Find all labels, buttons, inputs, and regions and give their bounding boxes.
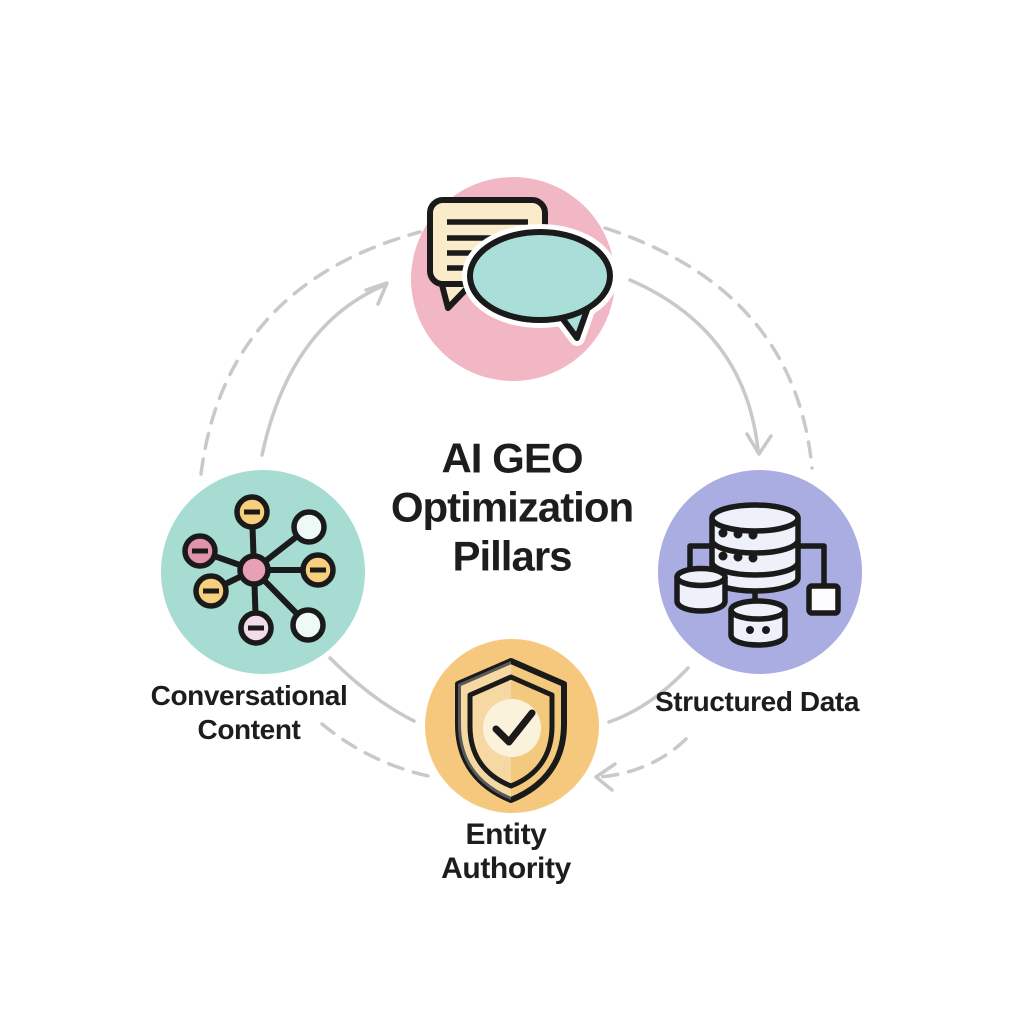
shield-inner (467, 674, 555, 789)
diagram-title-line: AI GEO (441, 434, 583, 482)
chat-oval-bubble (467, 229, 613, 323)
db-divider (709, 539, 801, 556)
arrowhead-to-bottom-icon (594, 762, 617, 792)
diagram-title: AI GEO Optimization Pillars (390, 434, 634, 581)
arc-left-to-top-dashed (199, 230, 422, 476)
shield-check-icon (455, 658, 567, 803)
chat-bubbles-icon (427, 197, 618, 346)
label-line: Entity (465, 818, 547, 851)
label-line: Content (197, 714, 301, 745)
arrowhead-to-right-icon (745, 432, 773, 456)
db-small-bottom-top (728, 598, 788, 622)
arc-left-to-bottom-dashed (320, 722, 430, 778)
arc-right-to-bottom-solid (607, 666, 690, 724)
db-link-left (687, 543, 712, 574)
label-structured-data: Structured Data (655, 685, 859, 719)
db-dots (746, 626, 770, 634)
arrowhead-to-top-icon (364, 281, 389, 306)
network-hub-node (237, 553, 271, 587)
network-node-empty (290, 607, 326, 643)
db-dots (718, 528, 758, 563)
network-node-empty (291, 509, 327, 545)
label-line: Conversational (150, 680, 348, 711)
db-main-top (709, 502, 801, 534)
check-mark (492, 709, 536, 746)
diagram-title-line: Optimization (390, 483, 634, 531)
db-square-node (806, 583, 841, 616)
network-nodes-icon (182, 494, 336, 646)
label-line: Structured Data (654, 686, 860, 717)
diagram-title-line: Pillars (452, 532, 572, 580)
db-link-right (798, 543, 827, 588)
flow-arrows (199, 226, 814, 792)
arc-left-to-bottom-solid (328, 656, 416, 723)
label-entity-authority: Entity Authority (441, 818, 571, 886)
label-line: Authority (441, 852, 571, 885)
db-small-left-top (674, 565, 728, 589)
arc-right-to-bottom-dashed (598, 737, 688, 779)
label-conversational-content: Conversational Content (151, 679, 348, 747)
database-icon (674, 502, 841, 648)
arc-top-to-right-solid (628, 278, 760, 452)
arc-top-to-right-dashed (603, 226, 814, 470)
arc-left-to-top-solid (260, 283, 387, 457)
shield-check-badge (483, 699, 541, 757)
